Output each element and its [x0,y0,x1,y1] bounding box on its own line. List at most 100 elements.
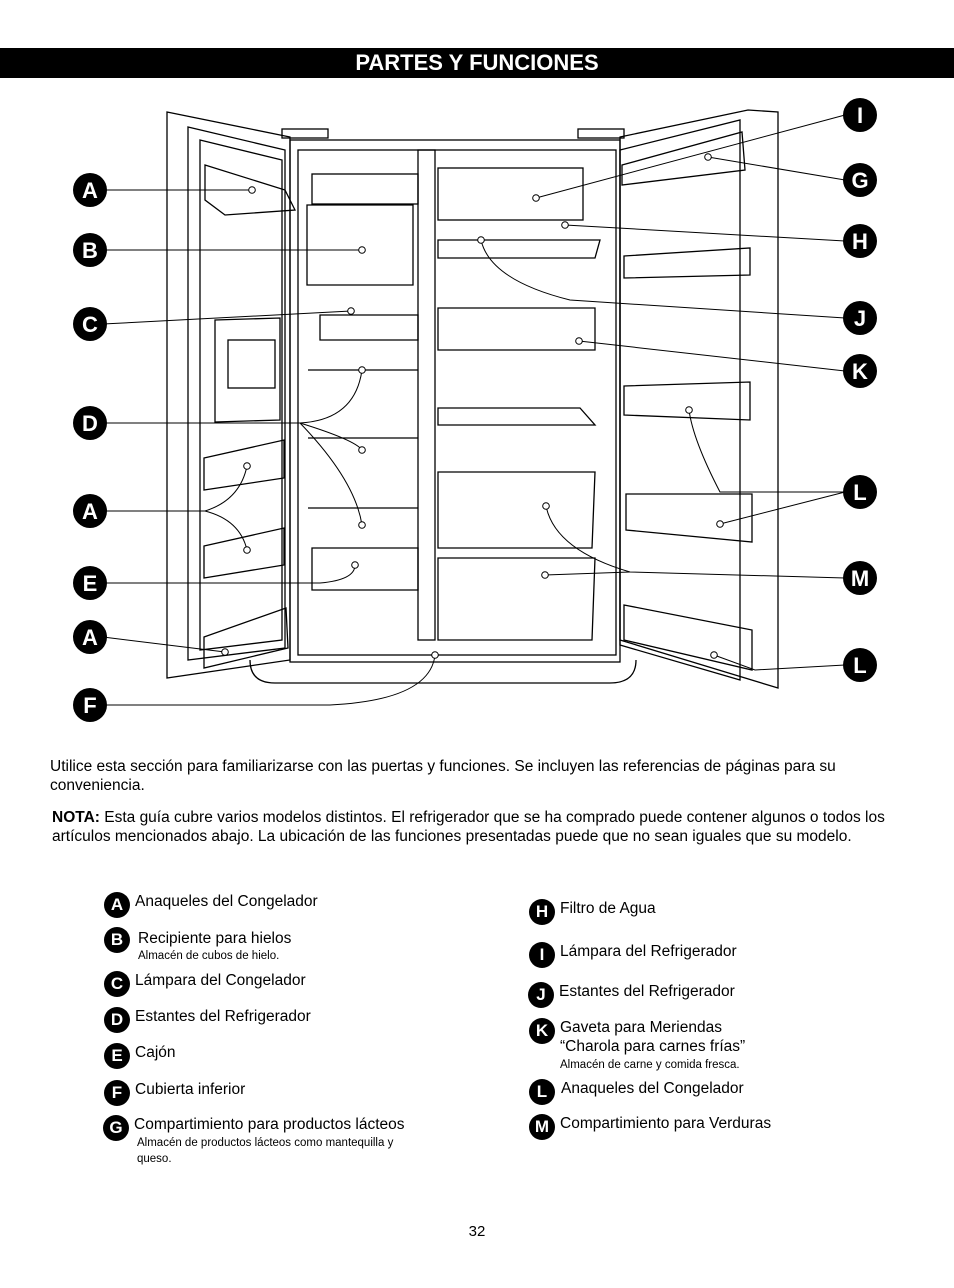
callout-letter: A [82,625,98,650]
fridge-shelf-1 [437,239,601,259]
callout-letter: L [853,653,866,678]
callout-letter: F [83,693,96,718]
legend-label-line2: “Charola para carnes frías” [560,1038,746,1055]
freezer-bin-2 [203,527,285,579]
leader-dot [710,651,718,659]
fridge-door [619,109,779,689]
freezer-bin-top [204,164,297,216]
leader-dot [248,186,256,194]
callout-badge [843,163,877,197]
cabinet-outline [289,139,621,663]
freezer-door [166,111,291,679]
page-number: 32 [468,1223,486,1240]
freezer-drawer [311,547,419,591]
legend-label: Estantes del Refrigerador [559,983,735,1000]
callout-badge [73,566,107,600]
callout-letter: B [82,238,98,263]
fridge-bin-1 [623,247,751,279]
callout-badge [843,561,877,595]
legend-badge: E [104,1043,130,1069]
callout-badge [73,494,107,528]
leader-dot [575,337,583,345]
callout-letter: G [851,168,868,193]
callout-badge [73,233,107,267]
fridge-bin-3 [625,493,753,543]
note-label: NOTA: [52,809,100,826]
crisper-drawer-1 [437,471,596,549]
freezer-bin-1 [203,439,285,491]
leader-dot [532,194,540,202]
dispenser-panel [214,317,281,423]
legend-label: Anaqueles del Congelador [135,893,318,910]
legend-label: Cajón [135,1044,176,1061]
center-divider [417,149,436,641]
callout-letter: L [853,480,866,505]
legend-badge: B [104,927,130,953]
callout-badge [843,475,877,509]
intro-paragraph: Utilice esta sección para familiarizarse… [50,758,836,794]
leader-dot [685,406,693,414]
freezer-bin-3 [203,607,289,669]
water-filter-housing [437,167,584,221]
legend-sublabel: Almacén de cubos de hielo. [138,950,280,962]
legend-badge: I [529,942,555,968]
legend-label: Filtro de Agua [560,900,656,917]
leader-dot [561,221,569,229]
leader-dot [358,366,366,374]
fridge-bin-2 [623,381,751,421]
legend-badge: A [104,892,130,918]
leader-dot [541,571,549,579]
leader-dot [243,546,251,554]
legend-badge: J [528,982,554,1008]
legend-badge: L [529,1079,555,1105]
note-paragraph: NOTA: Esta guía cubre varios modelos dis… [52,808,892,846]
callout-letter: H [852,229,868,254]
legend-label: Estantes del Refrigerador [135,1008,311,1025]
ice-bin [306,204,414,286]
callout-letter: A [82,499,98,524]
legend-sublabel: Almacén de carne y comida fresca. [560,1059,740,1071]
fridge-shelf-2 [437,407,597,426]
callout-letter: D [82,411,98,436]
legend-badge: M [529,1114,555,1140]
legend-badge: G [103,1115,129,1141]
callout-letter: M [851,566,869,591]
legend-badge: C [104,971,130,997]
legend-label: Recipiente para hielos [138,930,292,947]
legend-label: Gaveta para Meriendas [560,1019,722,1036]
dairy-compartment [621,131,746,186]
callout-badge [73,688,107,722]
legend-label: Lámpara del Refrigerador [560,943,737,960]
crisper-drawer-2 [437,557,596,641]
legend-label: Lámpara del Congelador [135,972,306,989]
leader-dot [243,462,251,470]
callout-badge [843,224,877,258]
callout-badge [73,620,107,654]
legend-label: Cubierta inferior [135,1081,246,1098]
leader-dot [358,446,366,454]
legend-badge: D [104,1007,130,1033]
legend-sublabel: Almacén de productos lácteos como manteq… [137,1137,394,1149]
callout-badge [843,98,877,132]
legend-badge: K [529,1018,555,1044]
leader-dot [431,651,439,659]
freezer-light-housing [319,314,419,341]
callout-letter: K [852,359,868,384]
bottom-cover-outline [249,659,637,684]
leader-lines [102,114,846,706]
callout-letter: A [82,178,98,203]
callout-letter: C [82,312,98,337]
callout-badge [843,648,877,682]
legend-badge: H [529,899,555,925]
callout-badge [73,406,107,440]
leader-dot [542,502,550,510]
leader-dot [347,307,355,315]
callout-badge [843,354,877,388]
page-title: PARTES Y FUNCIONES [0,48,954,78]
note-text: Esta guía cubre varios modelos distintos… [52,809,885,845]
leader-dot [477,236,485,244]
snack-drawer [437,307,596,351]
leader-dot [358,521,366,529]
callout-letter: I [857,103,863,128]
legend-label: Anaqueles del Congelador [561,1080,744,1097]
